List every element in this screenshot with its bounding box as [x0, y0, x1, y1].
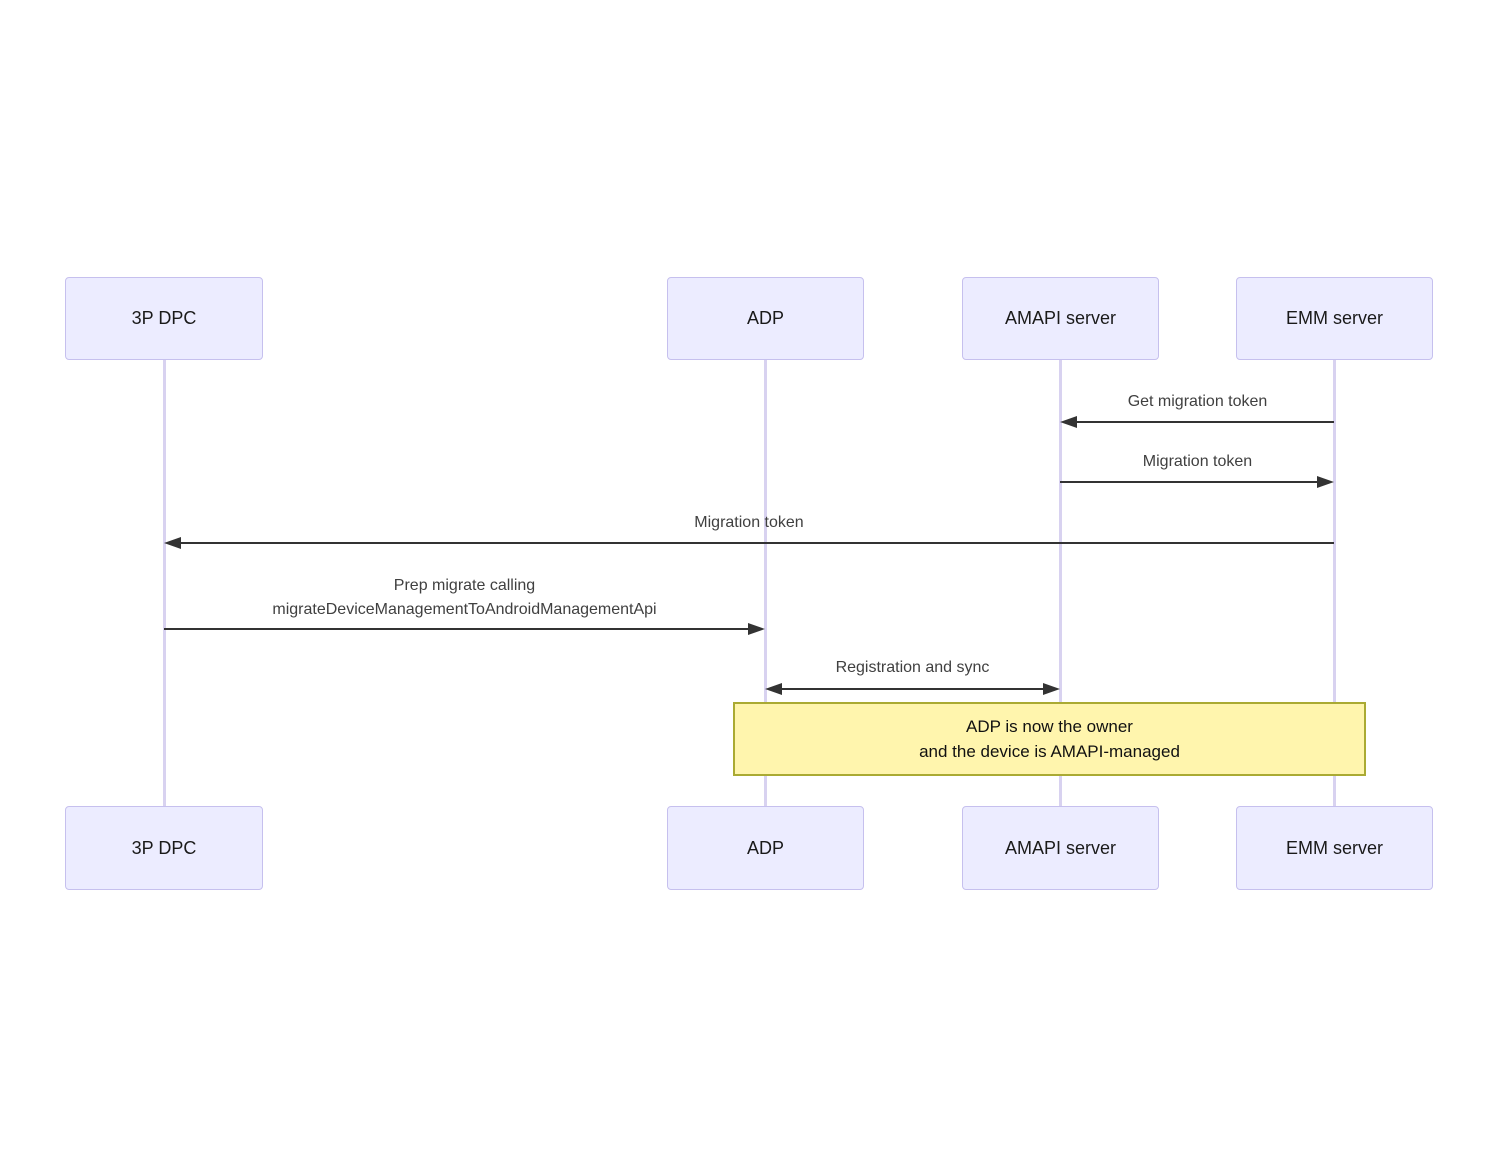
note-line-1: ADP is now the owner: [966, 717, 1133, 736]
actor-top-emm-server: EMM server: [1236, 277, 1433, 360]
arrowhead-left-icon: [765, 683, 782, 695]
lifeline-3p-dpc: [163, 360, 166, 806]
message-line-migration-token-to-dpc: [167, 542, 1334, 544]
actor-top-amapi-server: AMAPI server: [962, 277, 1159, 360]
actor-top-adp: ADP: [667, 277, 864, 360]
actor-bottom-3p-dpc: 3P DPC: [65, 806, 263, 890]
message-label-line-2: migrateDeviceManagementToAndroidManageme…: [272, 601, 657, 618]
arrowhead-right-icon: [1317, 476, 1334, 488]
actor-top-3p-dpc: 3P DPC: [65, 277, 263, 360]
message-label-line-1: Prep migrate calling: [393, 577, 536, 594]
actor-bottom-amapi-server: AMAPI server: [962, 806, 1159, 890]
message-line-registration-and-sync: [768, 688, 1057, 690]
message-label-prep-migrate: Prep migrate calling migrateDeviceManage…: [164, 574, 765, 622]
message-line-migration-token-to-emm: [1060, 481, 1331, 483]
message-label-migration-token-to-dpc: Migration token: [694, 514, 804, 531]
arrowhead-left-icon: [164, 537, 181, 549]
lifeline-adp: [764, 360, 767, 806]
note-line-2: and the device is AMAPI-managed: [919, 742, 1180, 761]
note-adp-owner: ADP is now the owner and the device is A…: [733, 702, 1366, 776]
message-label-get-migration-token: Get migration token: [1127, 393, 1268, 410]
actor-bottom-adp: ADP: [667, 806, 864, 890]
arrowhead-left-icon: [1060, 416, 1077, 428]
arrowhead-right-icon: [748, 623, 765, 635]
message-line-get-migration-token: [1063, 421, 1334, 423]
actor-bottom-emm-server: EMM server: [1236, 806, 1433, 890]
lifeline-amapi-server: [1059, 360, 1062, 806]
message-label-registration-and-sync: Registration and sync: [835, 659, 990, 676]
message-label-migration-token-to-emm: Migration token: [1142, 453, 1253, 470]
lifeline-emm-server: [1333, 360, 1336, 806]
arrowhead-right-icon: [1043, 683, 1060, 695]
message-line-prep-migrate: [164, 628, 751, 630]
